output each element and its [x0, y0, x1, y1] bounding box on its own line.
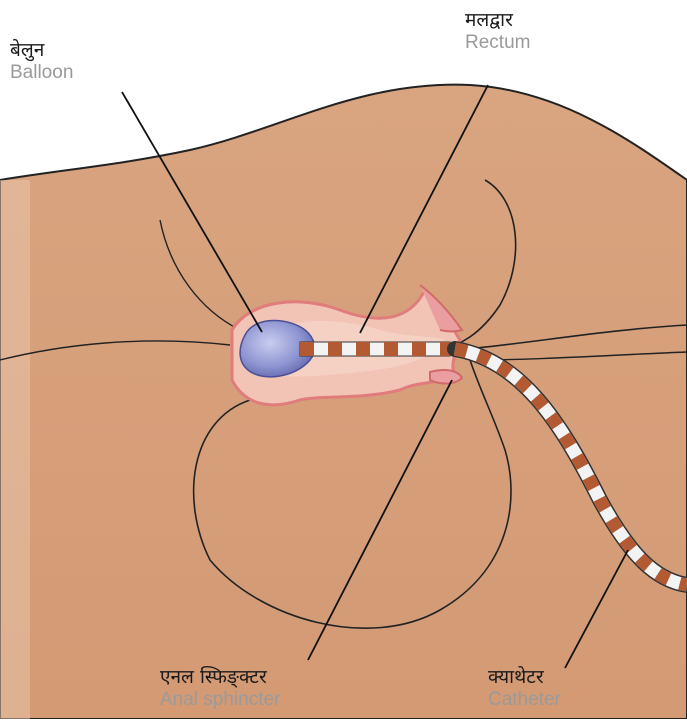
- label-balloon: बेलुन Balloon: [10, 40, 73, 84]
- label-sphincter: एनल स्फिङ्क्टर Anal sphincter: [160, 667, 280, 711]
- sphincter-english: Anal sphincter: [160, 689, 280, 711]
- catheter-hindi: क्याथेटर: [488, 667, 561, 689]
- rectum-english: Rectum: [465, 32, 530, 54]
- balloon-hindi: बेलुन: [10, 40, 73, 62]
- balloon-english: Balloon: [10, 62, 73, 84]
- rectum-hindi: मलद्वार: [465, 10, 530, 32]
- label-catheter: क्याथेटर Catheter: [488, 667, 561, 711]
- sphincter-flap-bottom: [430, 370, 462, 384]
- catheter-inner: [300, 342, 450, 356]
- sphincter-hindi: एनल स्फिङ्क्टर: [160, 667, 280, 689]
- catheter-english: Catheter: [488, 689, 561, 711]
- body-skin: [0, 85, 687, 719]
- label-rectum: मलद्वार Rectum: [465, 10, 530, 54]
